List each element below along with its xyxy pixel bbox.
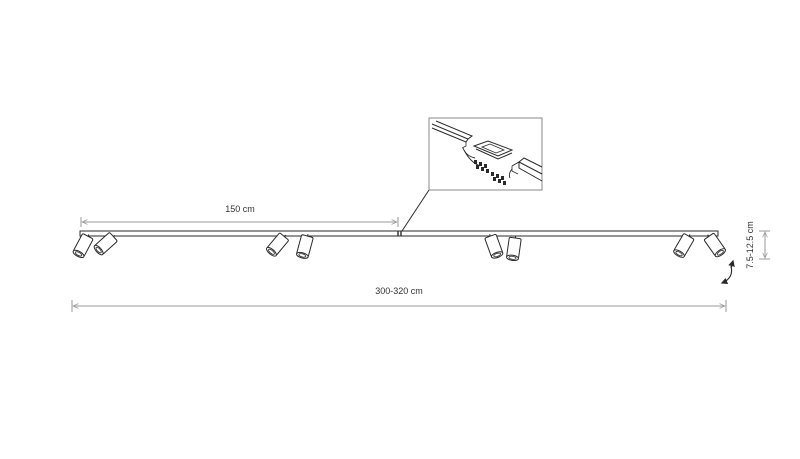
half-length-label: 150 cm [225, 204, 255, 214]
rotation-arrow-head-icon [728, 259, 735, 269]
half-length-dimension: 150 cm [80, 204, 399, 227]
spot-light [295, 234, 314, 260]
height-dimension: 7.5-12.5 cm [745, 221, 770, 269]
spot-light [71, 232, 94, 260]
height-label: 7.5-12.5 cm [745, 221, 755, 269]
spot-light [92, 231, 119, 257]
spot-light [484, 233, 505, 260]
rotation-arrow-icon [720, 265, 733, 285]
connector-detail-inset [428, 117, 543, 191]
spot-light [703, 232, 728, 259]
detail-leader-line [401, 189, 430, 232]
spot-light [505, 235, 522, 262]
total-length-dimension: 300-320 cm [71, 286, 727, 312]
track-rail [79, 230, 719, 237]
total-length-label: 300-320 cm [375, 286, 423, 296]
spot-light [264, 232, 290, 259]
spot-lights [71, 231, 728, 262]
spot-light [672, 232, 695, 260]
